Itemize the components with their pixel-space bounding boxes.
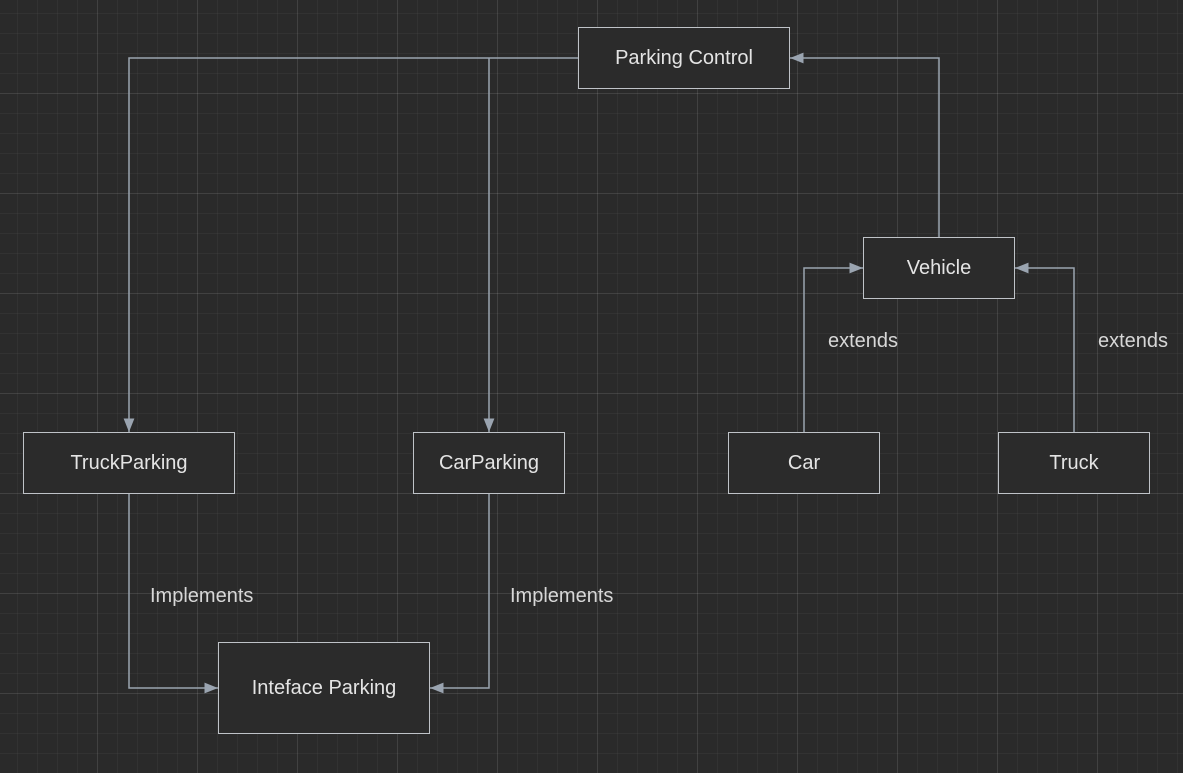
node-car[interactable]: Car	[728, 432, 880, 494]
node-interface-parking-label: Inteface Parking	[251, 676, 397, 699]
edge-label-truck-extends: extends	[1098, 330, 1169, 352]
edge-truck-vehicle[interactable]	[1015, 262, 1075, 432]
edge-vehicle-parkingcontrol[interactable]	[790, 52, 940, 237]
node-car-parking[interactable]: CarParking	[413, 432, 565, 494]
edge-label-car-extends: extends	[828, 330, 899, 352]
node-vehicle-label: Vehicle	[906, 256, 972, 279]
node-truck[interactable]: Truck	[998, 432, 1150, 494]
node-truck-parking[interactable]: TruckParking	[23, 432, 235, 494]
edge-parkingcontrol-truckparking[interactable]	[123, 57, 578, 432]
node-truck-label: Truck	[1049, 451, 1099, 474]
node-parking-control-label: Parking Control	[615, 46, 753, 69]
node-car-parking-label: CarParking	[438, 451, 540, 474]
node-car-label: Car	[787, 451, 821, 474]
node-truck-parking-label: TruckParking	[70, 451, 188, 474]
edge-label-truckparking-implements: Implements	[150, 585, 254, 607]
node-parking-control[interactable]: Parking Control	[578, 27, 790, 89]
node-interface-parking[interactable]: Inteface Parking	[218, 642, 430, 734]
edge-carparking-interfaceparking[interactable]	[430, 494, 490, 694]
node-vehicle[interactable]: Vehicle	[863, 237, 1015, 299]
edge-label-carparking-implements: Implements	[510, 585, 614, 607]
